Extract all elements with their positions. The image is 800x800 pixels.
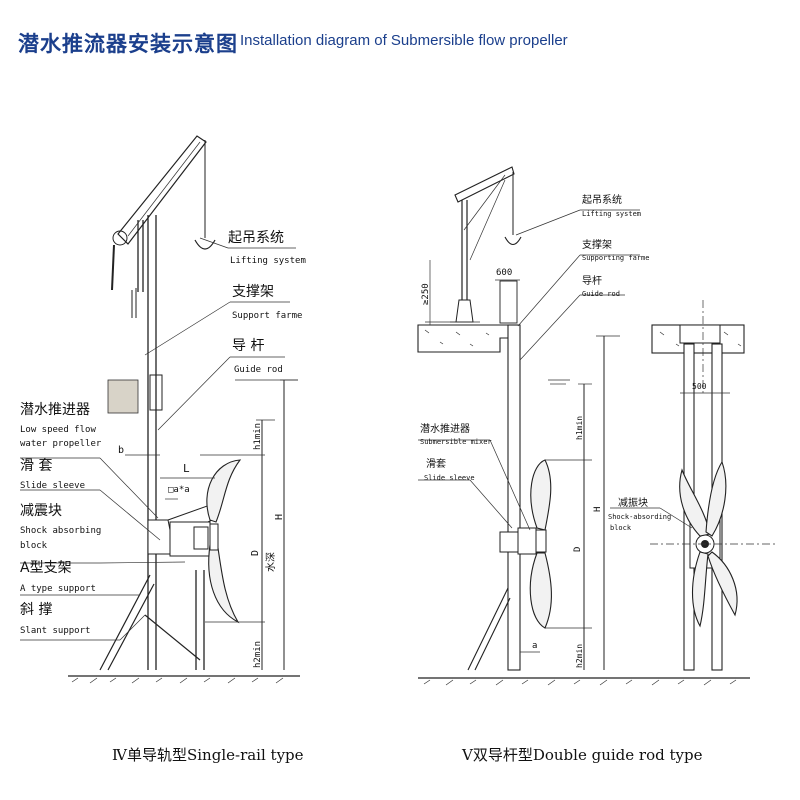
r-label-mixer-en: Submersible mixer	[420, 438, 492, 446]
dim-h2: h2min	[253, 641, 263, 668]
right-propeller	[499, 459, 552, 629]
right-slant-support	[467, 587, 511, 671]
r-dim-h2: h2min	[575, 644, 584, 668]
label-shock-block-en: Shock absorbing	[20, 526, 101, 536]
right-dimensions	[425, 260, 730, 670]
dim-depth: 水深	[265, 552, 277, 572]
label-shock-block-en2: block	[20, 541, 48, 551]
dim-H: H	[274, 514, 285, 520]
r-label-support-en: Supporting farme	[582, 254, 649, 262]
page-title-en: Installation diagram of Submersible flow…	[240, 32, 568, 49]
r-dim-h1: h1min	[575, 416, 584, 440]
dim-L: L	[183, 462, 190, 475]
page-title-cn: 潜水推流器安装示意图	[18, 32, 238, 56]
left-dimensions	[125, 379, 298, 670]
left-propeller	[147, 459, 242, 624]
right-guide-rods	[499, 280, 521, 671]
left-lifting-crane	[111, 135, 216, 318]
r-label-guide-cn: 导杆	[582, 275, 602, 287]
label-lifting-system-en: Lifting system	[230, 256, 306, 266]
r-dim-a: a	[532, 641, 537, 651]
single-rail-diagram: 起吊系统 Lifting system 支撑架 Support farme 导 …	[20, 135, 306, 764]
caption-double-guide: Ⅴ双导杆型Double guide rod type	[461, 746, 703, 764]
r-dim-H: H	[593, 507, 603, 512]
r-dim-250: ≥250	[421, 283, 431, 305]
dim-D: D	[250, 550, 261, 556]
dim-b: b	[118, 445, 124, 456]
r-label-sleeve-en: Slide sleeve	[424, 474, 475, 482]
double-guide-rod-diagram: 起吊系统 Lifting system 支撑架 Supporting farme…	[417, 166, 775, 764]
left-guide-rail	[147, 215, 163, 670]
label-support-frame-cn: 支撑架	[232, 284, 274, 300]
label-slide-sleeve-en: Slide sleeve	[20, 481, 85, 491]
label-slant-support-cn: 斜 撑	[20, 602, 52, 618]
label-a-support-en: A type support	[20, 584, 96, 594]
label-slide-sleeve-cn: 滑 套	[20, 457, 52, 474]
r-label-lifting-cn: 起吊系统	[582, 193, 622, 206]
label-propeller-en: Low speed flow	[20, 425, 96, 435]
label-propeller-cn: 潜水推进器	[20, 402, 90, 418]
right-leader-lines	[418, 209, 693, 531]
right-ground	[418, 677, 750, 686]
label-lifting-system-cn: 起吊系统	[228, 230, 284, 246]
label-guide-rod-cn: 导 杆	[232, 338, 264, 354]
r-label-mixer-cn: 潜水推进器	[420, 422, 470, 435]
r-label-guide-en: Guide rod	[582, 290, 620, 298]
label-slant-support-en: Slant support	[20, 626, 90, 636]
r-label-shock-en: Shock-absording	[608, 513, 671, 521]
right-lifting-crane	[450, 166, 522, 323]
r-dim-D: D	[573, 547, 583, 552]
left-supports	[99, 570, 205, 671]
dim-h1: h1min	[253, 423, 263, 450]
r-label-lifting-en: Lifting system	[582, 210, 641, 218]
r-label-support-cn: 支撑架	[582, 238, 612, 251]
r-label-shock-en2: block	[610, 524, 632, 532]
label-a-support-cn: A型支架	[20, 560, 72, 576]
left-wall-block	[107, 379, 139, 414]
caption-single-rail: Ⅳ单导轨型Single-rail type	[112, 746, 304, 764]
r-label-shock-cn: 减振块	[618, 496, 648, 509]
left-leader-lines	[20, 237, 296, 641]
label-shock-block-cn: 减震块	[20, 503, 62, 519]
label-support-frame-en: Support farme	[232, 311, 302, 321]
r-dim-600: 600	[496, 268, 512, 278]
right-side-view	[650, 300, 775, 671]
label-guide-rod-en: Guide rod	[234, 365, 283, 375]
dim-a: □a*a	[168, 485, 190, 495]
right-top-slab	[417, 324, 519, 353]
r-label-sleeve-cn: 滑套	[426, 457, 446, 470]
r-dim-500: 500	[692, 382, 707, 391]
label-propeller-en2: water propeller	[20, 439, 102, 449]
left-ground	[68, 675, 300, 684]
